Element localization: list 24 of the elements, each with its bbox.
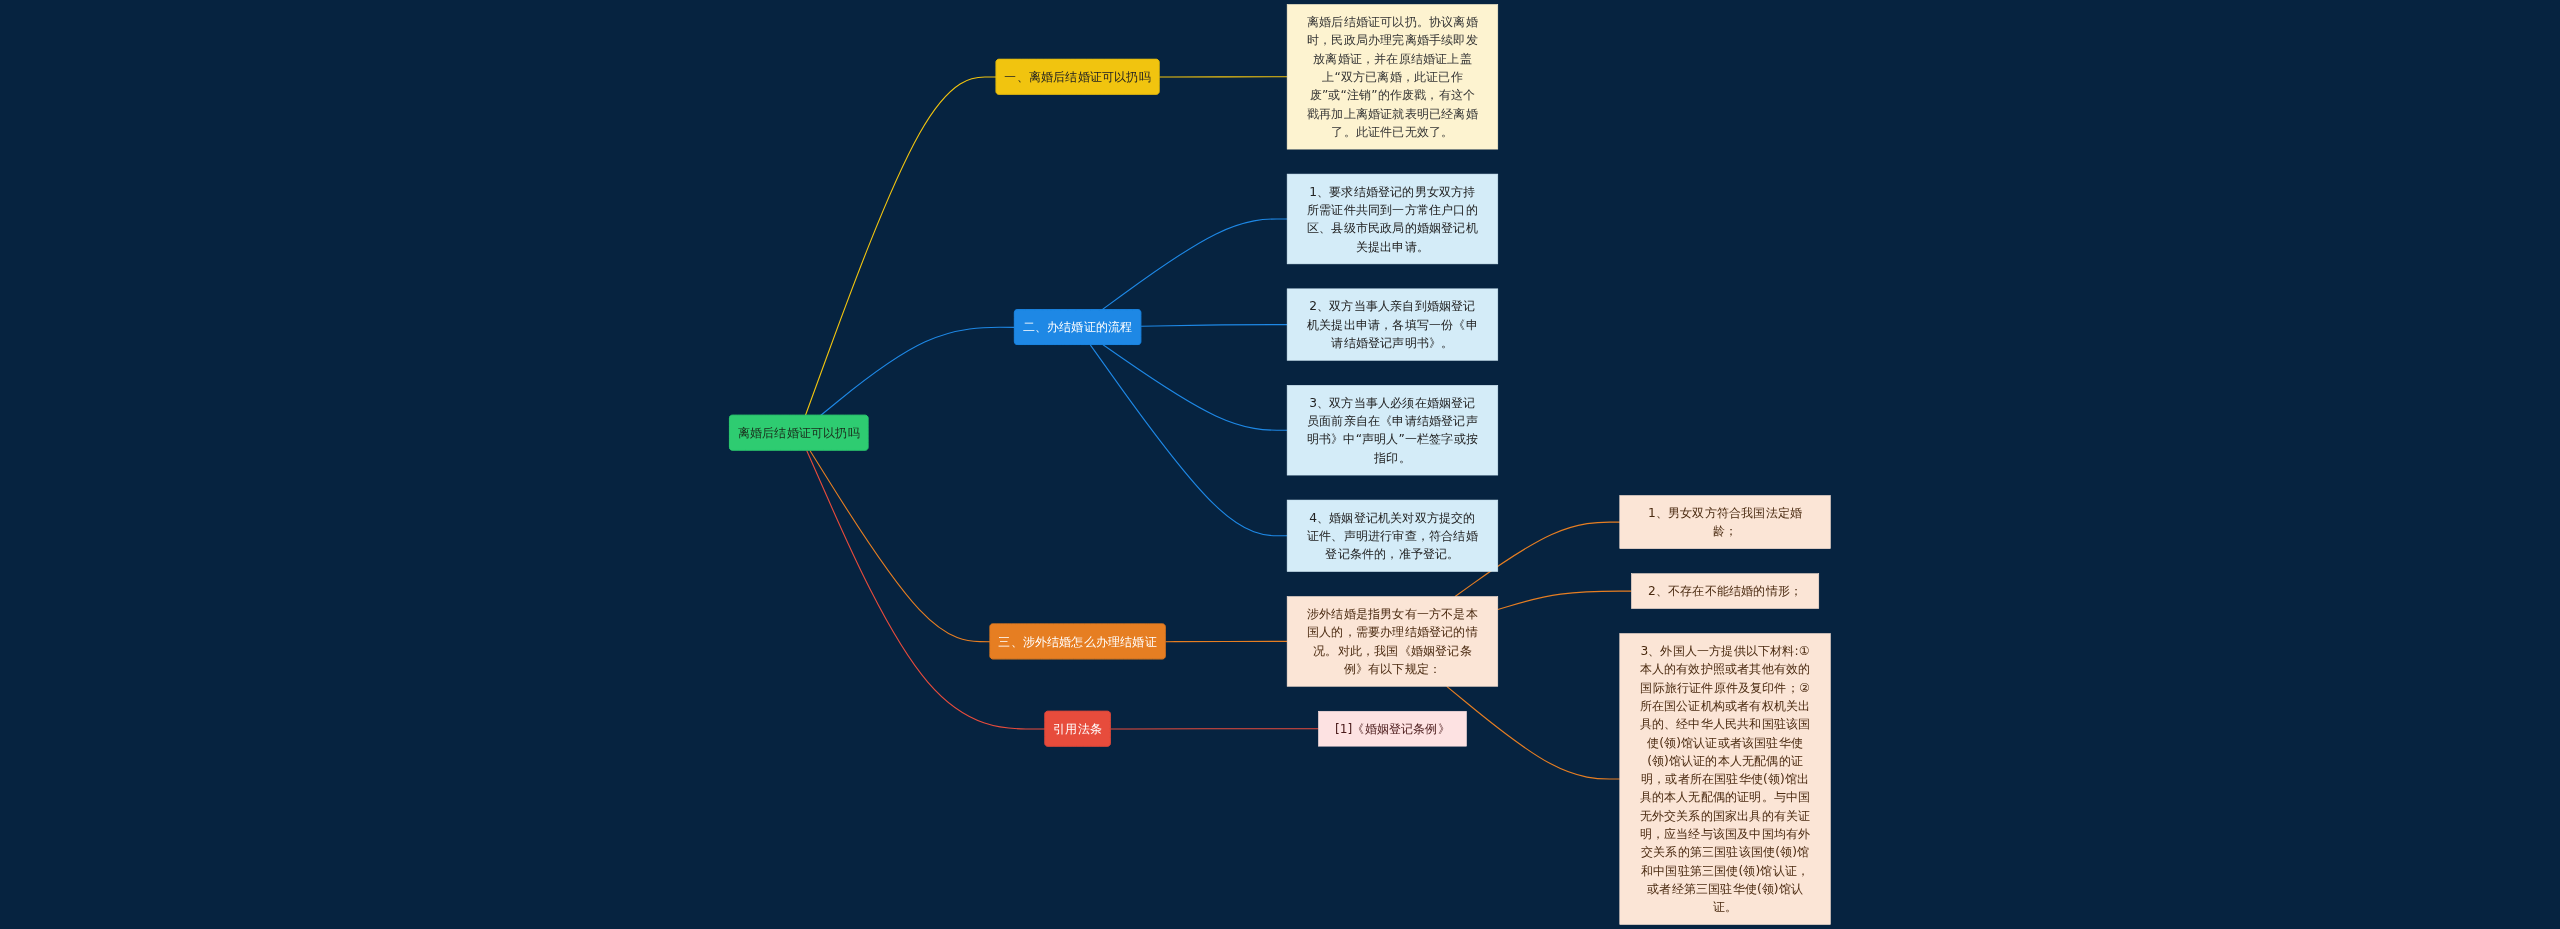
connector: [1140, 324, 1288, 327]
connector: [1497, 590, 1632, 611]
node-box: 3、外国人一方提供以下材料:①本人的有效护照或者其他有效的国际旅行证件原件及复印件；②所在国公证机构或者有权机关出具的、经中华人民共和国驻该国使(领)馆认证或者该国驻华使(领)馆认证的本人无配偶的证明，或者所在国驻华使(领)馆出具的本人无配偶的证明。与中国无外交关系的国家出具的有关证明，应当经与该国及中国均有外交关系的第三国驻该国使(领)馆和中国驻第三国使(领)馆认证，或者经第三国驻华使(领)馆认证。: [1619, 633, 1831, 925]
node-box: 离婚后结婚证可以扔。协议离婚时，民政局办理完离婚手续即发放离婚证，并在原结婚证上盖上“双方已离婚，此证已作废”或“注销”的作废戳，有这个戳再加上离婚证就表明已经离婚了。此证件已无效了。: [1286, 4, 1499, 150]
node-box: [1]《婚姻登记条例》: [1318, 711, 1467, 747]
connector: [1158, 76, 1288, 78]
connector: [1110, 728, 1320, 730]
connector: [820, 326, 1016, 417]
connector: [1164, 640, 1288, 643]
connector: [809, 449, 991, 643]
node-box: 涉外结婚是指男女有一方不是本国人的，需要办理结婚登记的情况。对此，我国《婚姻登记条例》有以下规定：: [1286, 596, 1499, 687]
connector: [804, 76, 997, 417]
connector: [1089, 344, 1288, 537]
node-box: 1、男女双方符合我国法定婚龄；: [1619, 495, 1831, 549]
connector: [1102, 344, 1288, 431]
node-box: 1、要求结婚登记的男女双方持所需证件共同到一方常住户口的区、县级市民政局的婚姻登记机关提出申请。: [1286, 173, 1499, 265]
connector: [1454, 521, 1621, 598]
node-box: 2、不存在不能结婚的情形；: [1631, 573, 1820, 609]
connector: [806, 449, 1046, 730]
node-box: 2、双方当事人亲自到婚姻登记机关提出申请，各填写一份《申请结婚登记声明书》。: [1286, 288, 1499, 361]
connector: [1101, 218, 1288, 311]
connector: [1446, 685, 1621, 780]
node-box: 3、双方当事人必须在婚姻登记员面前亲自在《申请结婚登记声明书》中“声明人”一栏签字或按指印。: [1286, 385, 1499, 476]
node-box: 4、婚姻登记机关对双方提交的证件、声明进行审查，符合结婚登记条件的，准予登记。: [1286, 499, 1499, 572]
